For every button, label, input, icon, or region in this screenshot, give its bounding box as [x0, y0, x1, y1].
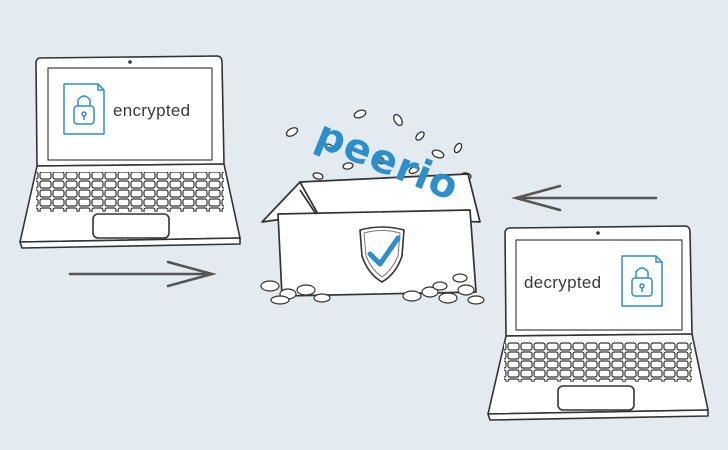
lock-document-icon [621, 255, 663, 307]
laptop-right [487, 225, 709, 421]
arrow-left-icon [511, 184, 658, 212]
encrypted-label: encrypted [113, 101, 191, 120]
laptop-left [19, 55, 241, 249]
package-box [260, 173, 485, 305]
shield-check-icon [359, 226, 405, 283]
arrow-right-icon [68, 260, 217, 288]
lock-document-icon [63, 83, 105, 135]
decrypted-label: decrypted [524, 273, 602, 292]
